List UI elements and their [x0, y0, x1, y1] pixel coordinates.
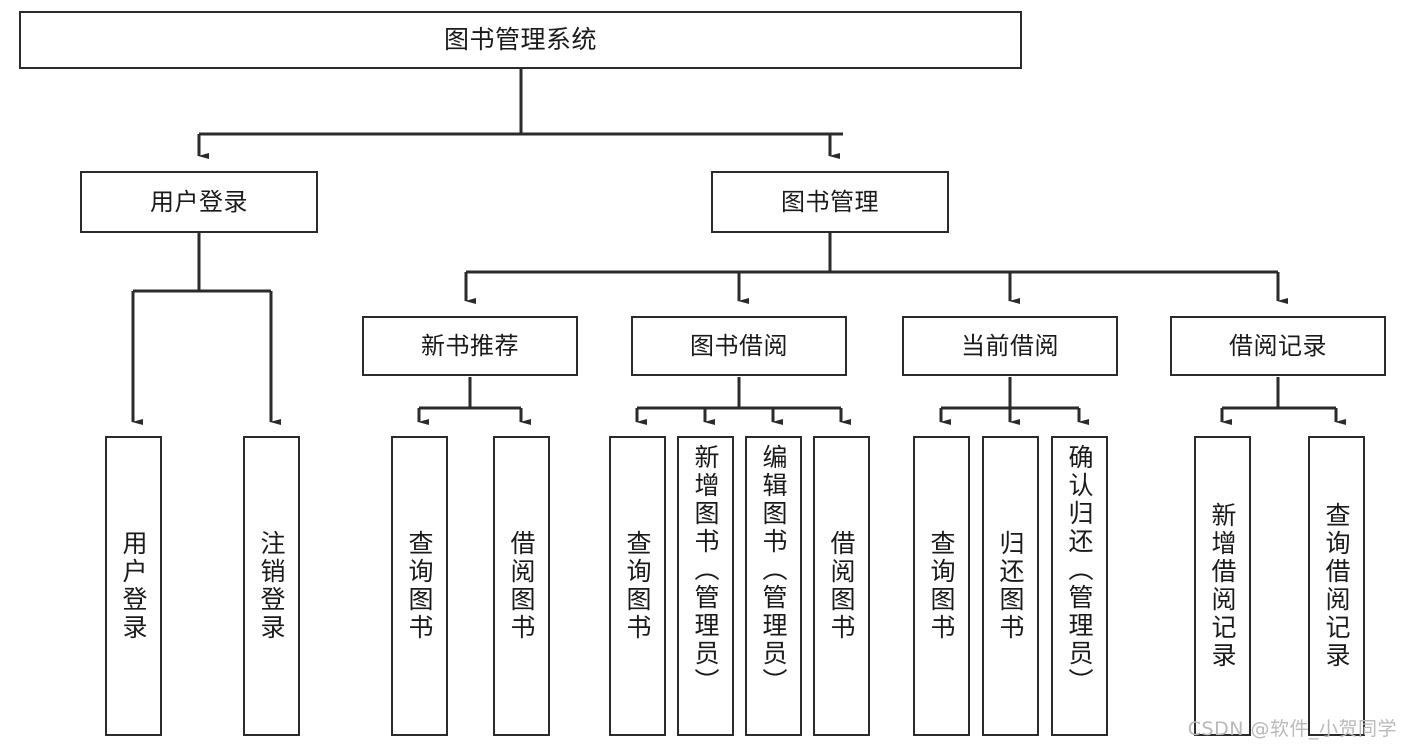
- leaf-borrow-book-1-label: 借阅图书: [507, 530, 536, 642]
- node-book-management-label: 图书管理: [781, 187, 879, 216]
- node-book-borrow-label: 图书借阅: [690, 331, 788, 360]
- leaf-user-login[interactable]: 用户登录: [105, 436, 162, 736]
- leaf-confirm-return-admin-label: 确认归还（管理员）: [1065, 444, 1094, 696]
- leaf-query-book-2-label: 查询图书: [623, 530, 652, 642]
- node-borrow-records[interactable]: 借阅记录: [1170, 316, 1386, 376]
- node-root-label: 图书管理系统: [443, 25, 597, 55]
- node-borrow-records-label: 借阅记录: [1229, 331, 1327, 360]
- leaf-borrow-book-2[interactable]: 借阅图书: [813, 436, 870, 736]
- leaf-query-borrow-record-label: 查询借阅记录: [1322, 502, 1351, 670]
- node-user-login-label: 用户登录: [150, 187, 248, 216]
- node-new-book-recommend[interactable]: 新书推荐: [362, 316, 578, 376]
- node-current-borrow[interactable]: 当前借阅: [902, 316, 1118, 376]
- leaf-return-book-label: 归还图书: [996, 530, 1025, 642]
- leaf-query-book-1-label: 查询图书: [405, 530, 434, 642]
- node-new-book-recommend-label: 新书推荐: [421, 331, 519, 360]
- node-current-borrow-label: 当前借阅: [961, 331, 1059, 360]
- leaf-confirm-return-admin[interactable]: 确认归还（管理员）: [1051, 436, 1108, 736]
- leaf-query-borrow-record[interactable]: 查询借阅记录: [1308, 436, 1365, 736]
- leaf-query-book-2[interactable]: 查询图书: [609, 436, 666, 736]
- node-book-borrow[interactable]: 图书借阅: [631, 316, 847, 376]
- leaf-query-book-1[interactable]: 查询图书: [391, 436, 448, 736]
- leaf-edit-book-admin-label: 编辑图书（管理员）: [759, 444, 788, 696]
- leaf-user-login-label: 用户登录: [119, 530, 148, 642]
- leaf-query-book-3[interactable]: 查询图书: [913, 436, 970, 736]
- node-root[interactable]: 图书管理系统: [19, 11, 1022, 69]
- leaf-logout-label: 注销登录: [257, 530, 286, 642]
- leaf-add-borrow-record[interactable]: 新增借阅记录: [1194, 436, 1251, 736]
- leaf-query-book-3-label: 查询图书: [927, 530, 956, 642]
- leaf-add-borrow-record-label: 新增借阅记录: [1208, 502, 1237, 670]
- leaf-logout[interactable]: 注销登录: [243, 436, 300, 736]
- leaf-borrow-book-1[interactable]: 借阅图书: [493, 436, 550, 736]
- node-book-management[interactable]: 图书管理: [711, 171, 949, 233]
- node-user-login[interactable]: 用户登录: [80, 171, 318, 233]
- leaf-borrow-book-2-label: 借阅图书: [827, 530, 856, 642]
- leaf-edit-book-admin[interactable]: 编辑图书（管理员）: [745, 436, 802, 736]
- leaf-add-book-admin-label: 新增图书（管理员）: [691, 444, 720, 696]
- leaf-return-book[interactable]: 归还图书: [982, 436, 1039, 736]
- leaf-add-book-admin[interactable]: 新增图书（管理员）: [677, 436, 734, 736]
